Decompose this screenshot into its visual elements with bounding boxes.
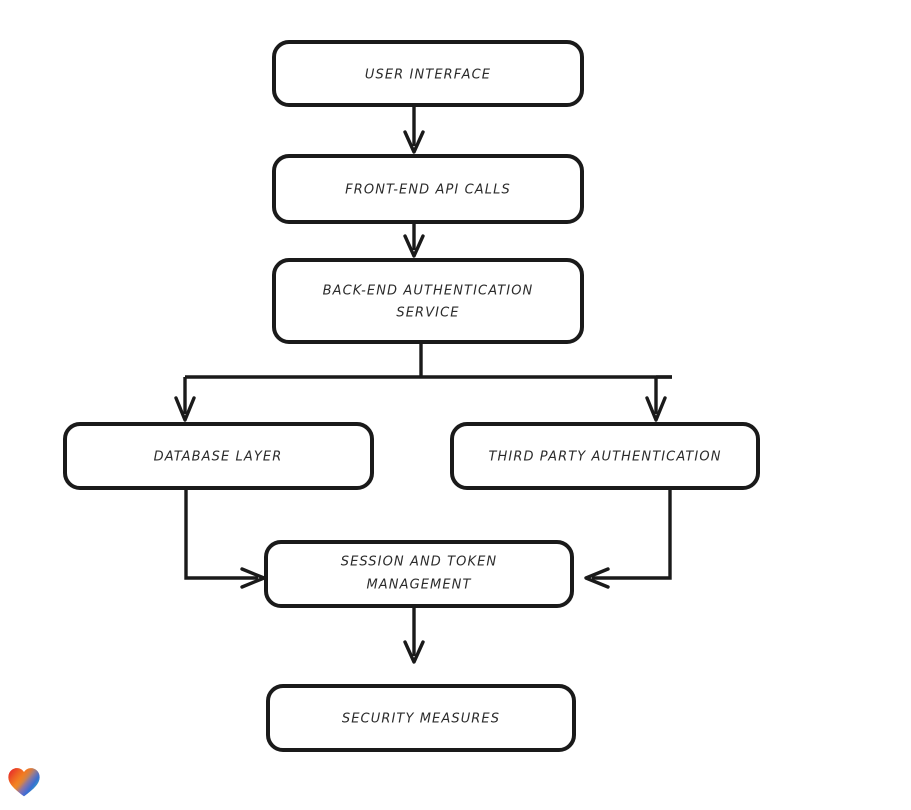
node-back-end-authentication-service-label-line1: BACK-END AUTHENTICATION	[323, 284, 534, 299]
node-third-party-authentication-label: THIRD PARTY AUTHENTICATION	[488, 450, 721, 465]
edge-database-layer-to-session-and-token-management	[184, 488, 266, 589]
heart-logo	[8, 768, 40, 797]
node-front-end-api-calls[interactable]: FRONT-END API CALLS	[272, 154, 584, 224]
node-back-end-authentication-service[interactable]: BACK-END AUTHENTICATION SERVICE	[272, 258, 584, 344]
node-user-interface-label: USER INTERFACE	[365, 68, 491, 83]
node-session-and-token-management-shape	[264, 540, 574, 608]
node-front-end-api-calls-shape	[272, 154, 584, 224]
node-front-end-api-calls-label: FRONT-END API CALLS	[345, 183, 511, 198]
heart-icon-overlay	[8, 768, 40, 797]
node-session-and-token-management-label-line1: SESSION AND TOKEN	[341, 555, 498, 570]
node-security-measures-shape	[266, 684, 576, 752]
node-user-interface-shape	[272, 40, 584, 107]
node-database-layer-shape	[63, 422, 374, 490]
node-session-and-token-management-label-line2: MANAGEMENT	[366, 578, 471, 593]
node-database-layer-label: DATABASE LAYER	[154, 450, 283, 465]
node-third-party-authentication[interactable]: THIRD PARTY AUTHENTICATION	[450, 422, 760, 490]
edge-front-end-api-calls-to-back-end-authentication-service	[403, 222, 425, 258]
node-back-end-authentication-service-shape	[272, 258, 584, 344]
node-security-measures-label: SECURITY MEASURES	[342, 712, 500, 727]
node-security-measures[interactable]: SECURITY MEASURES	[266, 684, 576, 752]
edge-back-end-authentication-service-fork	[174, 342, 672, 422]
node-user-interface[interactable]: USER INTERFACE	[272, 40, 584, 107]
edge-session-and-token-management-to-security-measures	[403, 606, 425, 664]
node-database-layer[interactable]: DATABASE LAYER	[63, 422, 374, 490]
edge-user-interface-to-front-end-api-calls	[403, 105, 425, 154]
node-third-party-authentication-shape	[450, 422, 760, 490]
node-session-and-token-management[interactable]: SESSION AND TOKEN MANAGEMENT	[264, 540, 574, 608]
edge-third-party-authentication-to-session-and-token-management	[584, 488, 672, 589]
node-back-end-authentication-service-label-line2: SERVICE	[396, 306, 459, 321]
